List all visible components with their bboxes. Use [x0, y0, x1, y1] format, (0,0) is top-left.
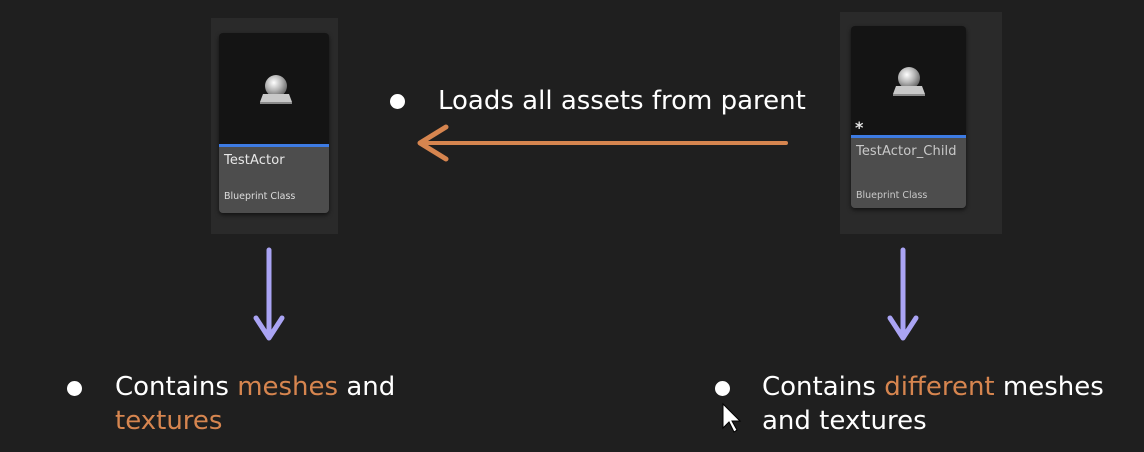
right-asset-type: Blueprint Class [856, 190, 928, 201]
mouse-cursor-icon [722, 402, 742, 433]
right-note-line1: Contains different meshes [762, 370, 1104, 404]
right-down-arrow [887, 247, 919, 341]
right-asset-accent-bar [851, 135, 966, 138]
relation-text: Loads all assets from parent [438, 86, 806, 116]
left-down-arrow [253, 247, 285, 341]
right-asset-label-area: TestActor_Child Blueprint Class [851, 138, 966, 208]
actor-sphere-icon [260, 75, 292, 104]
left-asset-type: Blueprint Class [224, 191, 296, 202]
inherits-arrow [417, 124, 788, 162]
right-asset-card[interactable]: * TestActor_Child Blueprint Class [851, 26, 966, 208]
left-note-prefix: Contains [115, 372, 238, 402]
right-note-prefix: Contains [762, 372, 885, 402]
left-asset-accent-bar [219, 144, 329, 147]
right-note-suffix: meshes [994, 372, 1104, 402]
left-note-bullet [67, 381, 82, 396]
left-asset-thumbnail [219, 33, 329, 144]
left-asset-name: TestActor [224, 153, 285, 168]
left-asset-card[interactable]: TestActor Blueprint Class [219, 33, 329, 213]
left-note-middle: and [338, 372, 396, 402]
relation-bullet [390, 94, 405, 109]
right-note-highlight-different: different [884, 372, 995, 402]
left-note-line1: Contains meshes and [115, 370, 395, 404]
right-note-bullet [715, 381, 730, 396]
left-note-highlight-textures: textures [115, 406, 223, 436]
right-asset-thumbnail: * [851, 26, 966, 137]
right-asset-name: TestActor_Child [856, 144, 957, 159]
left-asset-label-area: TestActor Blueprint Class [219, 147, 329, 213]
actor-sphere-icon [893, 67, 925, 96]
modified-asterisk-icon: * [855, 118, 864, 137]
left-note-highlight-meshes: meshes [237, 372, 339, 402]
right-note-line2: and textures [762, 406, 927, 436]
